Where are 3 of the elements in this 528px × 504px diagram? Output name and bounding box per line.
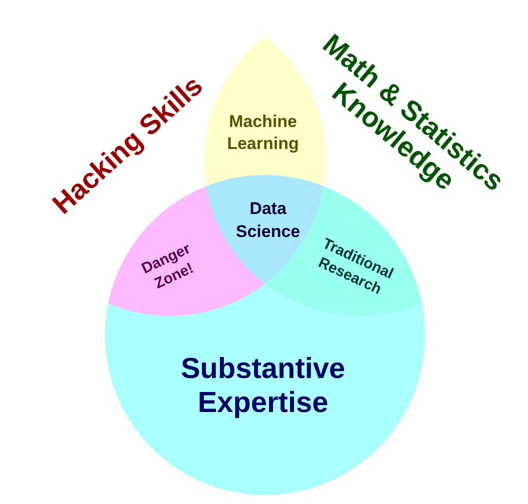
region-label: Data Science <box>236 199 300 241</box>
region-label: Machine Learning <box>227 112 299 153</box>
region-label: Substantive Expertise <box>180 353 346 419</box>
